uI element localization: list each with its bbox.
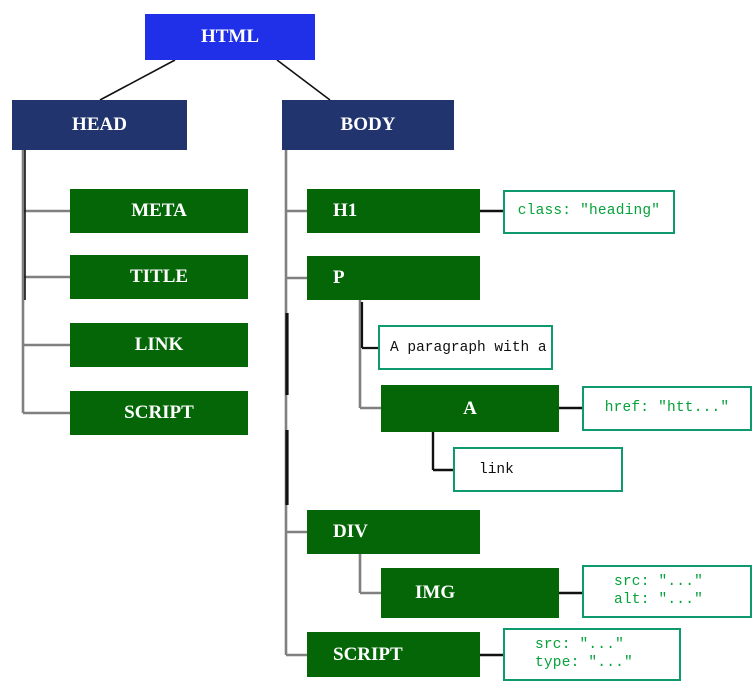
- node-head-label: HEAD: [72, 114, 127, 135]
- node-head[interactable]: HEAD: [12, 100, 187, 150]
- text-node-paragraph-label: A paragraph with a: [390, 339, 547, 356]
- attr-box-img: src: "..." alt: "...": [582, 565, 752, 618]
- node-link-label: LINK: [134, 334, 184, 355]
- node-body[interactable]: BODY: [282, 100, 454, 150]
- attr-box-script: src: "..." type: "...": [503, 628, 681, 681]
- node-title-label: TITLE: [129, 266, 189, 287]
- node-body-label: BODY: [340, 114, 396, 135]
- node-body-script[interactable]: SCRIPT: [307, 632, 480, 677]
- node-html[interactable]: HTML: [145, 14, 315, 60]
- text-node-link-label: link: [479, 461, 514, 478]
- node-meta-label: META: [131, 200, 187, 221]
- node-meta[interactable]: META: [70, 189, 248, 233]
- node-body-script-label: SCRIPT: [333, 643, 403, 665]
- attr-box-a: href: "htt...": [582, 386, 752, 431]
- attr-box-a-label: href: "htt...": [604, 399, 730, 416]
- node-p-label: P: [333, 267, 345, 288]
- node-div-label: DIV: [333, 521, 368, 542]
- node-a[interactable]: A: [381, 385, 559, 432]
- node-div[interactable]: DIV: [307, 510, 480, 554]
- node-html-label: HTML: [200, 26, 260, 47]
- node-title[interactable]: TITLE: [70, 255, 248, 299]
- attr-box-h1: class: "heading": [503, 190, 675, 234]
- node-p[interactable]: P: [307, 256, 480, 300]
- text-node-paragraph: A paragraph with a: [378, 325, 553, 370]
- attr-box-script-label: src: "..." type: "...": [535, 637, 633, 671]
- attr-box-img-label: src: "..." alt: "...": [614, 574, 704, 608]
- node-head-script[interactable]: SCRIPT: [70, 391, 248, 435]
- node-img[interactable]: IMG: [381, 568, 559, 618]
- node-img-label: IMG: [415, 582, 456, 603]
- text-node-link: link: [453, 447, 623, 492]
- node-link[interactable]: LINK: [70, 323, 248, 367]
- node-h1-label: H1: [333, 200, 358, 221]
- node-h1[interactable]: H1: [307, 189, 480, 233]
- node-head-script-label: SCRIPT: [124, 402, 194, 423]
- attr-box-h1-label: class: "heading": [517, 203, 661, 220]
- node-a-label: A: [463, 397, 477, 419]
